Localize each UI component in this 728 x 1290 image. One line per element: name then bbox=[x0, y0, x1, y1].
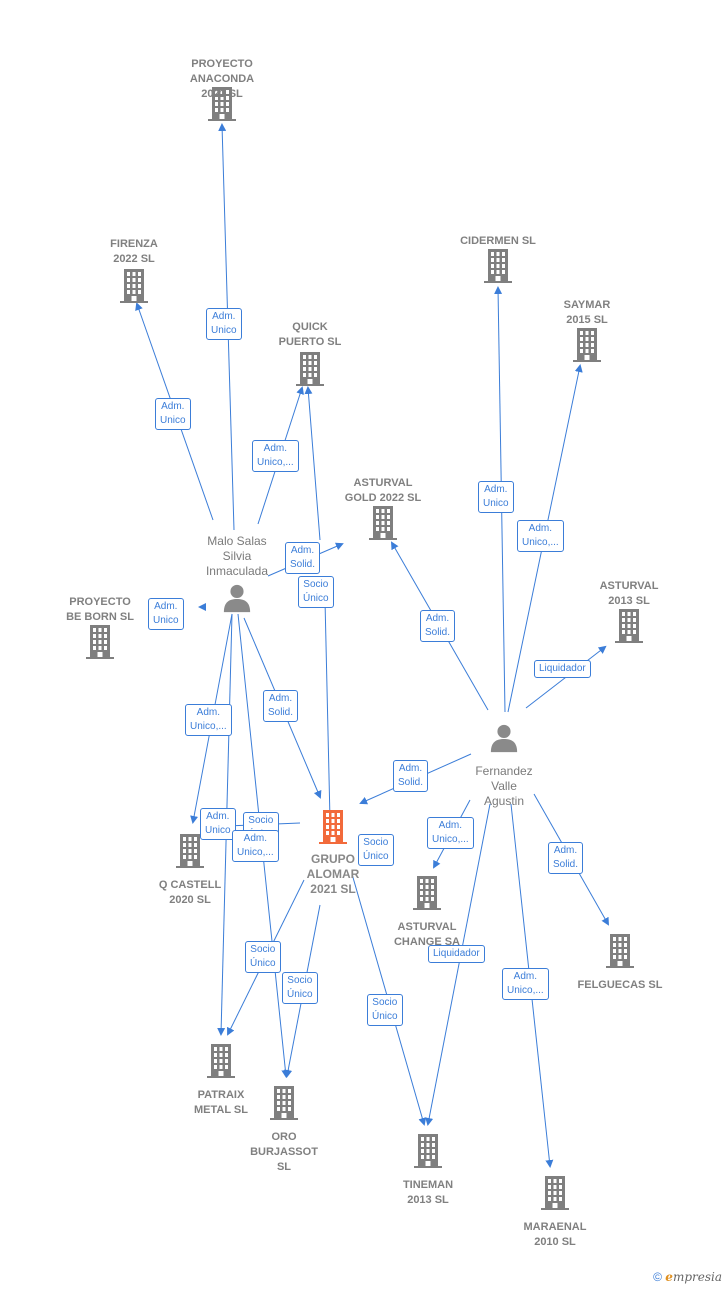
node-label-patraix[interactable]: PATRAIX METAL SL bbox=[194, 1089, 248, 1116]
node-label-grupo[interactable]: GRUPO ALOMAR 2021 SL bbox=[306, 852, 360, 896]
edge-label[interactable]: Adm. Solid. bbox=[420, 610, 456, 642]
edge-line bbox=[321, 598, 331, 821]
node-label-asturvalgold[interactable]: ASTURVAL GOLD 2022 SL bbox=[344, 477, 422, 504]
node-label-anaconda[interactable]: PROYECTO ANACONDA 2021 SL bbox=[189, 58, 255, 100]
node-label-felguecas[interactable]: FELGUECAS SL bbox=[577, 979, 663, 991]
node-label-qcastell[interactable]: Q CASTELL 2020 SL bbox=[158, 879, 222, 906]
building-icon[interactable] bbox=[484, 249, 512, 283]
node-label-cidermen[interactable]: CIDERMEN SL bbox=[460, 235, 536, 247]
building-icon[interactable] bbox=[120, 269, 148, 303]
edge-label[interactable]: Socio Único bbox=[358, 834, 394, 866]
edge-label[interactable]: Adm. Unico,... bbox=[252, 440, 299, 472]
edge-line bbox=[304, 386, 321, 541]
edge-label[interactable]: Adm. Unico bbox=[206, 308, 242, 340]
edge-label[interactable]: Adm. Solid. bbox=[548, 842, 584, 874]
building-icon[interactable] bbox=[176, 834, 204, 868]
edge-label[interactable]: Adm. Unico,... bbox=[502, 968, 549, 1000]
edge-label[interactable]: Socio Único bbox=[367, 994, 403, 1026]
edge-label[interactable]: Adm. Unico,... bbox=[232, 830, 279, 862]
edge-label[interactable]: Liquidador bbox=[534, 660, 591, 678]
building-icon[interactable] bbox=[606, 934, 634, 968]
edge-line bbox=[425, 803, 491, 1126]
building-icon[interactable] bbox=[573, 328, 601, 362]
building-icon[interactable] bbox=[369, 506, 397, 540]
person-icon[interactable] bbox=[223, 584, 251, 613]
node-label-malo[interactable]: Malo Salas Silvia Inmaculada bbox=[205, 534, 269, 578]
edge-label[interactable]: Adm. Unico,... bbox=[185, 704, 232, 736]
copyright-icon: © bbox=[653, 1270, 662, 1284]
node-label-saymar[interactable]: SAYMAR 2015 SL bbox=[563, 299, 611, 326]
building-icon[interactable] bbox=[615, 609, 643, 643]
person-icon[interactable] bbox=[490, 724, 518, 753]
building-icon[interactable] bbox=[296, 352, 324, 386]
building-icon[interactable] bbox=[414, 1134, 442, 1168]
edge-label[interactable]: Socio Único bbox=[245, 941, 281, 973]
building-icon[interactable] bbox=[270, 1086, 298, 1120]
edge-label[interactable]: Adm. Solid. bbox=[263, 690, 299, 722]
node-label-fernandez[interactable]: Fernandez Valle Agustin bbox=[475, 764, 533, 808]
edge-label[interactable]: Adm. Unico bbox=[200, 808, 236, 840]
edge-label[interactable]: Adm. Solid. bbox=[285, 542, 321, 574]
building-icon[interactable] bbox=[413, 876, 441, 910]
brand-logo: empresia bbox=[665, 1270, 722, 1284]
edge-label[interactable]: Socio Único bbox=[298, 576, 334, 608]
node-label-beborn[interactable]: PROYECTO BE BORN SL bbox=[66, 596, 134, 623]
building-icon[interactable] bbox=[86, 625, 114, 659]
node-label-asturval2013[interactable]: ASTURVAL 2013 SL bbox=[599, 580, 659, 607]
building-icon[interactable] bbox=[319, 810, 347, 844]
edge-label[interactable]: Adm. Solid. bbox=[393, 760, 429, 792]
footer-brand: © empresia bbox=[653, 1270, 722, 1284]
edge-label[interactable]: Adm. Unico,... bbox=[427, 817, 474, 849]
node-label-quick[interactable]: QUICK PUERTO SL bbox=[278, 321, 342, 348]
node-label-firenza[interactable]: FIRENZA 2022 SL bbox=[110, 238, 158, 265]
edge-label[interactable]: Adm. Unico bbox=[148, 598, 184, 630]
node-label-tineman[interactable]: TINEMAN 2013 SL bbox=[402, 1179, 454, 1206]
building-icon[interactable] bbox=[541, 1176, 569, 1210]
edge-label[interactable]: Adm. Unico bbox=[478, 481, 514, 513]
node-label-maraenal[interactable]: MARAENAL 2010 SL bbox=[523, 1221, 587, 1248]
edge-label[interactable]: Liquidador bbox=[428, 945, 485, 963]
building-icon[interactable] bbox=[207, 1044, 235, 1078]
node-label-oro[interactable]: ORO BURJASSOT SL bbox=[250, 1131, 318, 1173]
edge-label[interactable]: Adm. Unico bbox=[155, 398, 191, 430]
edge-label[interactable]: Adm. Unico,... bbox=[517, 520, 564, 552]
edge-label[interactable]: Socio Único bbox=[282, 972, 318, 1004]
